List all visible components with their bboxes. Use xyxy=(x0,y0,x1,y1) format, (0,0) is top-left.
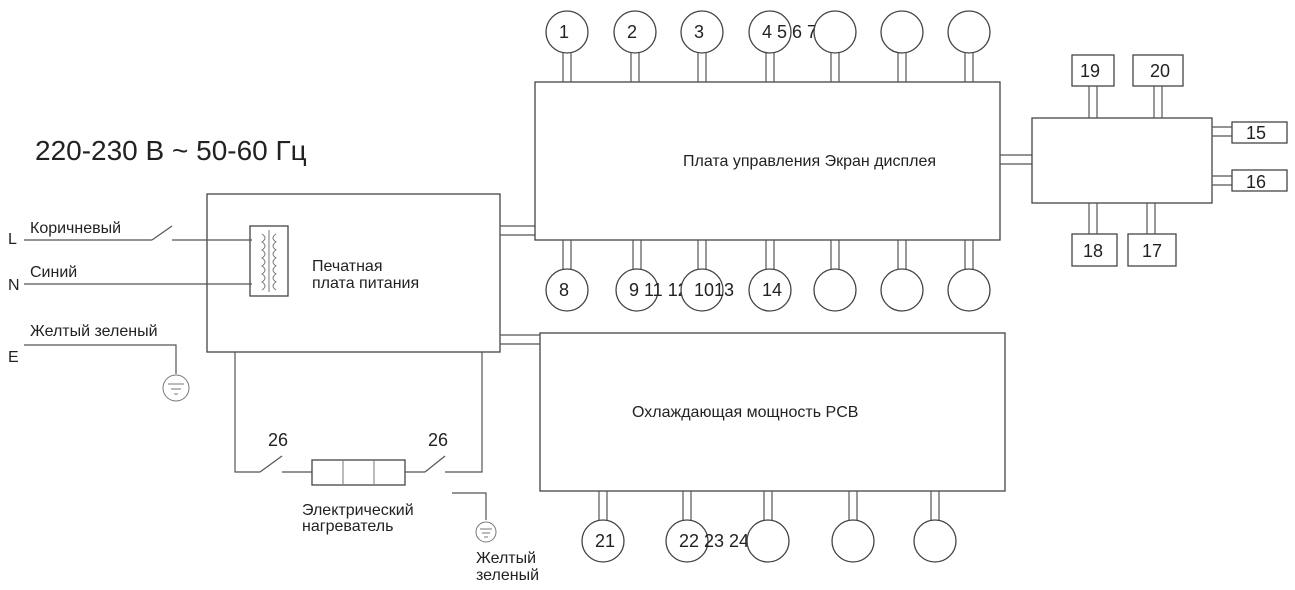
wire-l-color: Коричневый xyxy=(30,220,121,237)
heater-label-line2: нагреватель xyxy=(302,518,393,535)
heater-label-line1: Электрический xyxy=(302,502,414,519)
power-board-label-line1: Печатная xyxy=(312,258,382,275)
port-20 xyxy=(1132,54,1184,87)
heater-switch-left xyxy=(259,455,283,473)
middle-connector-label-1: 8 xyxy=(559,280,569,300)
wire-n-letter: N xyxy=(8,277,20,294)
heater-ground-line1: Желтый xyxy=(476,550,536,567)
port-18 xyxy=(1071,233,1118,267)
middle-connector-5 xyxy=(813,268,857,312)
bottom-connector-5 xyxy=(913,519,957,563)
bottom-connector-4 xyxy=(831,519,875,563)
port-18-label: 18 xyxy=(1083,241,1103,261)
port-15-label: 15 xyxy=(1246,123,1266,143)
transformer-icon xyxy=(249,225,289,297)
bottom-connector-2 xyxy=(665,519,709,563)
middle-connector-label-4: 14 xyxy=(762,280,782,300)
middle-connector-4 xyxy=(748,268,792,312)
line-switch xyxy=(151,225,173,241)
control-board-label: Плата управления Экран дисплея xyxy=(683,153,936,170)
port-19-label: 19 xyxy=(1080,61,1100,81)
ground-icon xyxy=(162,374,190,402)
wire-e-letter: E xyxy=(8,349,19,366)
port-20-label: 20 xyxy=(1150,61,1170,81)
top-connector-3 xyxy=(680,10,724,54)
top-connector-2 xyxy=(613,10,657,54)
middle-connector-3 xyxy=(680,268,724,312)
middle-connector-label-3: 1013 xyxy=(694,280,734,300)
top-connector-label-2: 2 xyxy=(627,22,637,42)
power-board-label-line2: плата питания xyxy=(312,275,419,292)
middle-connector-2 xyxy=(615,268,659,312)
top-connector-4 xyxy=(748,10,792,54)
bottom-connector-1 xyxy=(581,519,625,563)
top-connector-label-4: 4 5 6 7 xyxy=(762,22,817,42)
port-16-label: 16 xyxy=(1246,172,1266,192)
heater-switch-left-label: 26 xyxy=(268,430,288,450)
display-board xyxy=(1031,117,1213,204)
voltage-label: 220-230 В ~ 50-60 Гц xyxy=(35,135,307,166)
middle-connector-1 xyxy=(545,268,589,312)
port-19 xyxy=(1071,54,1115,87)
port-17-label: 17 xyxy=(1142,241,1162,261)
top-connector-label-1: 1 xyxy=(559,22,569,42)
port-17 xyxy=(1127,233,1177,267)
top-connector-7 xyxy=(947,10,991,54)
heater-element xyxy=(311,459,406,486)
port-15 xyxy=(1231,121,1288,144)
middle-connector-7 xyxy=(947,268,991,312)
cooling-board xyxy=(539,332,1006,492)
bottom-connector-label-1: 21 xyxy=(595,531,615,551)
control-board xyxy=(534,81,1001,241)
cooling-board-label: Охлаждающая мощность PCB xyxy=(632,404,858,421)
wire-e-color: Желтый зеленый xyxy=(30,323,158,340)
bottom-connector-3 xyxy=(746,519,790,563)
heater-ground-icon xyxy=(475,521,497,543)
heater-switch-right xyxy=(424,455,446,473)
port-16 xyxy=(1231,169,1288,192)
heater-ground-line2: зеленый xyxy=(476,567,539,584)
wire-l-letter: L xyxy=(8,231,17,248)
top-connector-1 xyxy=(545,10,589,54)
middle-connector-6 xyxy=(880,268,924,312)
heater-switch-right-label: 26 xyxy=(428,430,448,450)
middle-connector-label-2: 9 11 12 xyxy=(629,280,688,300)
top-connector-6 xyxy=(880,10,924,54)
top-connector-label-3: 3 xyxy=(694,22,704,42)
top-connector-5 xyxy=(813,10,857,54)
wire-n-color: Синий xyxy=(30,264,77,281)
